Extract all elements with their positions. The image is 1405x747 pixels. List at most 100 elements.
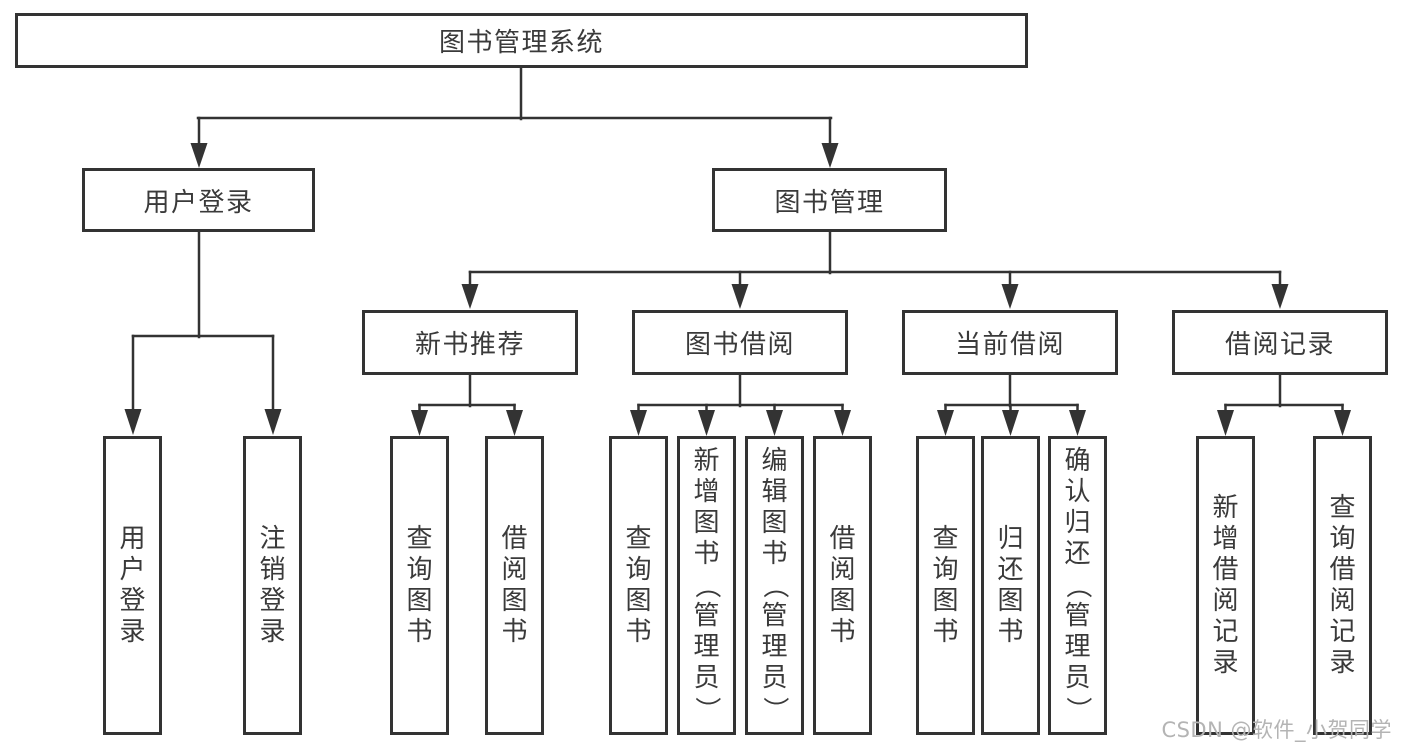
vertical-char: 户 [119,554,146,585]
vertical-char: 书 [932,616,959,647]
vertical-char: 书 [693,539,720,569]
leaf-current-query-book: 查询图书 [916,436,975,735]
vertical-char: 管 [761,601,788,631]
vertical-char: 用 [119,523,146,554]
vertical-char: 查 [406,523,433,554]
vertical-char: 阅 [501,554,528,585]
leaf-user-login: 用户登录 [103,436,162,735]
vertical-char: 注 [259,523,286,554]
vertical-char: 录 [1212,647,1239,678]
vertical-char: 查 [1329,492,1356,523]
vertical-char: 书 [761,539,788,569]
vertical-char: 图 [501,585,528,616]
vertical-char: 阅 [1329,585,1356,616]
vertical-char: 员 [693,663,720,693]
vertical-char: 还 [1064,539,1091,569]
vertical-char: 查 [625,523,652,554]
leaf-recommend-query-book: 查询图书 [390,436,449,735]
vertical-char: 辑 [761,477,788,507]
vertical-char: 查 [932,523,959,554]
vertical-char: 销 [259,554,286,585]
vertical-char: 录 [259,616,286,647]
vertical-char: 书 [625,616,652,647]
vertical-char: 编 [761,446,788,476]
csdn-watermark: CSDN @软件_小贺同学 [1161,718,1392,742]
vertical-char: 借 [829,523,856,554]
vertical-char: 借 [1329,554,1356,585]
vertical-char: 询 [1329,523,1356,554]
vertical-char: 借 [1212,554,1239,585]
vertical-char: 新 [693,446,720,476]
leaf-recommend-borrow-book: 借阅图书 [485,436,544,735]
vertical-char: 图 [406,585,433,616]
vertical-char: 归 [1064,508,1091,538]
vertical-char: 理 [693,632,720,662]
vertical-char: 询 [932,554,959,585]
vertical-char: 借 [501,523,528,554]
vertical-char: 图 [693,508,720,538]
vertical-char: 图 [932,585,959,616]
node-new-book-recommend: 新书推荐 [362,310,578,375]
edge-book-borrow-children [630,373,851,436]
vertical-char: 录 [1329,647,1356,678]
node-book-management: 图书管理 [712,168,947,232]
vertical-char: 管 [693,601,720,631]
vertical-char: 员 [1064,663,1091,693]
vertical-char: 确 [1064,446,1091,476]
leaf-borrow-add-book-admin: 新增图书（管理员） [677,436,736,735]
vertical-char: 增 [693,477,720,507]
node-root-system: 图书管理系统 [15,13,1028,68]
leaf-current-return-book: 归还图书 [981,436,1040,735]
edge-borrow-records-children [1217,373,1351,436]
vertical-char: 归 [997,523,1024,554]
leaf-borrow-borrow-book: 借阅图书 [813,436,872,735]
vertical-char: 增 [1212,523,1239,554]
vertical-char: 记 [1329,616,1356,647]
vertical-char: 员 [761,663,788,693]
vertical-char: 登 [259,585,286,616]
vertical-char: 登 [119,585,146,616]
node-book-borrow: 图书借阅 [632,310,848,375]
vertical-char: 理 [1064,632,1091,662]
leaf-borrow-edit-book-admin: 编辑图书 （管理员 ） [745,436,804,735]
vertical-char: （ [1062,572,1093,599]
node-user-login: 用户登录 [82,168,315,232]
vertical-char: ） [1062,696,1093,723]
vertical-char: 书 [997,616,1024,647]
edge-user-login-children [124,230,282,435]
vertical-char: 询 [406,554,433,585]
edge-current-borrow-children [937,373,1086,436]
leaf-current-confirm-return-admin: 确认归还 （管理员 ） [1048,436,1107,735]
vertical-char: 阅 [829,554,856,585]
vertical-char: 书 [829,616,856,647]
vertical-char: 理 [761,632,788,662]
edge-book-management-children [461,230,1289,309]
vertical-char: 认 [1064,477,1091,507]
vertical-char: 阅 [1212,585,1239,616]
vertical-char: （ [759,572,790,599]
vertical-char: 书 [406,616,433,647]
vertical-char: 询 [625,554,652,585]
vertical-char: ） [691,696,722,723]
vertical-char: 记 [1212,616,1239,647]
vertical-char: 图 [761,508,788,538]
leaf-records-query-record: 查询借阅记录 [1313,436,1372,735]
vertical-char: ） [759,696,790,723]
leaf-borrow-query-book: 查询图书 [609,436,668,735]
vertical-char: 书 [501,616,528,647]
edge-new-book-recommend-children [411,373,523,436]
vertical-char: 图 [829,585,856,616]
leaf-logout: 注销登录 [243,436,302,735]
edge-root-to-children [190,66,839,168]
vertical-char: 管 [1064,601,1091,631]
vertical-char: 新 [1212,492,1239,523]
node-current-borrow: 当前借阅 [902,310,1118,375]
vertical-char: 图 [625,585,652,616]
vertical-char: 录 [119,616,146,647]
leaf-records-add-record: 新增借阅记录 [1196,436,1255,735]
node-borrow-records: 借阅记录 [1172,310,1388,375]
vertical-char: 图 [997,585,1024,616]
vertical-char: 还 [997,554,1024,585]
